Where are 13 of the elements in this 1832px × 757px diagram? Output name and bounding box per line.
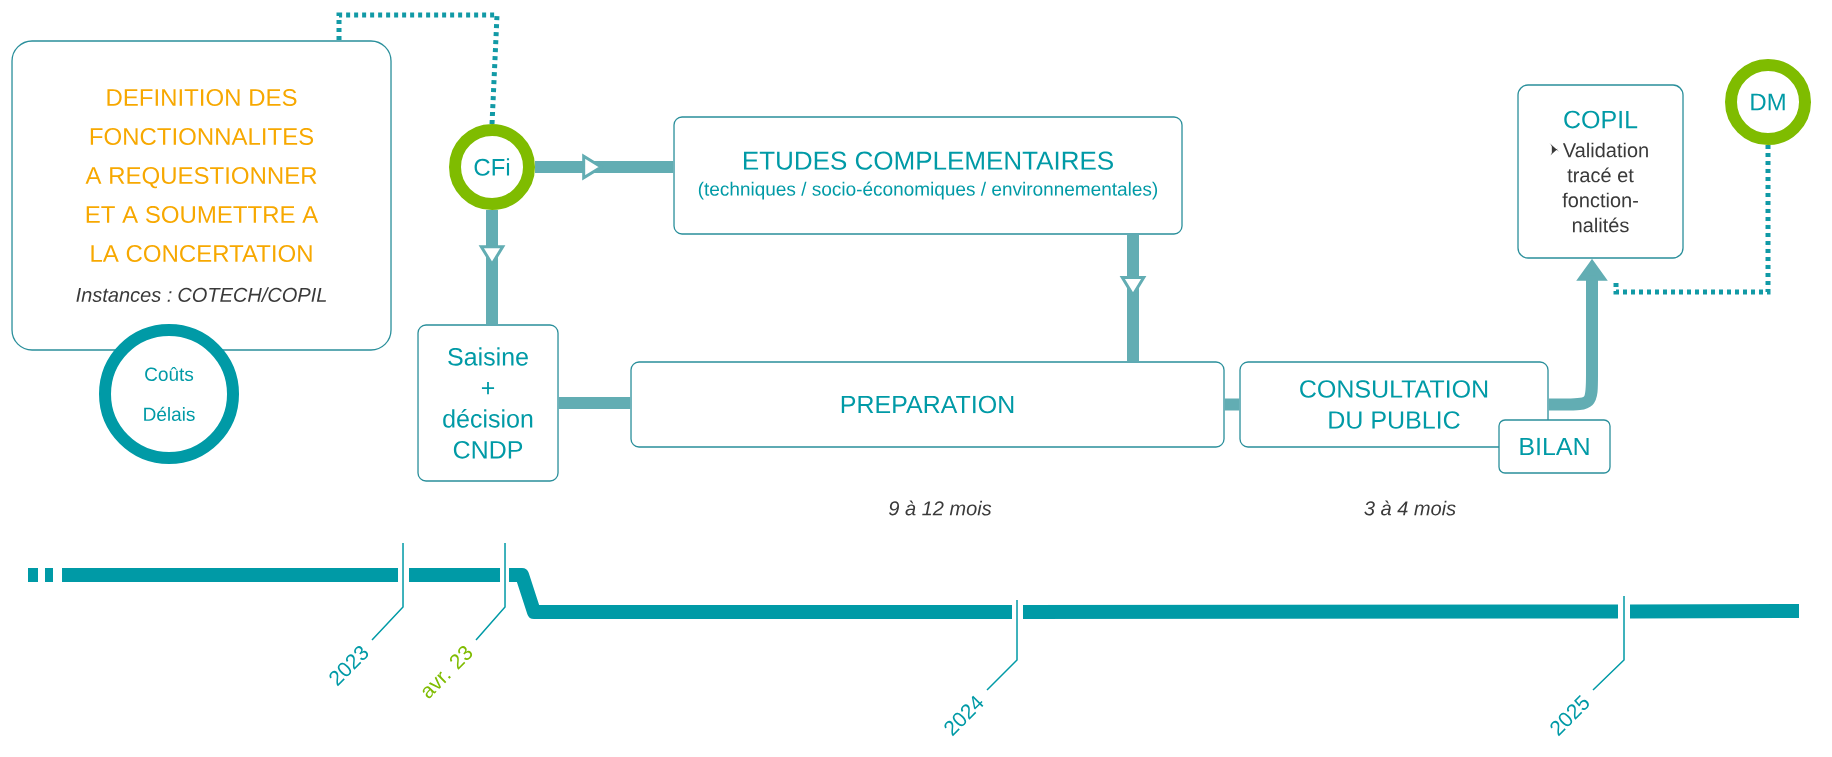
duration-label: 9 à 12 mois bbox=[889, 500, 992, 516]
dotted-line bbox=[336, 12, 500, 125]
duration-label: 3 à 4 mois bbox=[1364, 500, 1456, 516]
connector-line bbox=[558, 397, 631, 409]
process-box: PREPARATION bbox=[630, 361, 1225, 448]
process-box: Saisine + décision CNDP bbox=[417, 324, 559, 482]
process-box: ETUDES COMPLEMENTAIRES (techniques / socio-économiques / environnementales) bbox=[673, 116, 1183, 235]
dotted-line bbox=[1613, 145, 1771, 295]
process-box: COPIL Validation tracé et fonction-nalités bbox=[1517, 84, 1684, 259]
tag-box: BILAN bbox=[1498, 419, 1611, 474]
year-label: avr. 23 bbox=[422, 646, 473, 699]
connector-line bbox=[1224, 398, 1240, 411]
text-box: DEFINITION DES FONCTIONNALITES A REQUESTIONNER ET A SOUMETTRE A LA CONCERTATION Instances : COTECH/COPIL bbox=[11, 40, 392, 351]
